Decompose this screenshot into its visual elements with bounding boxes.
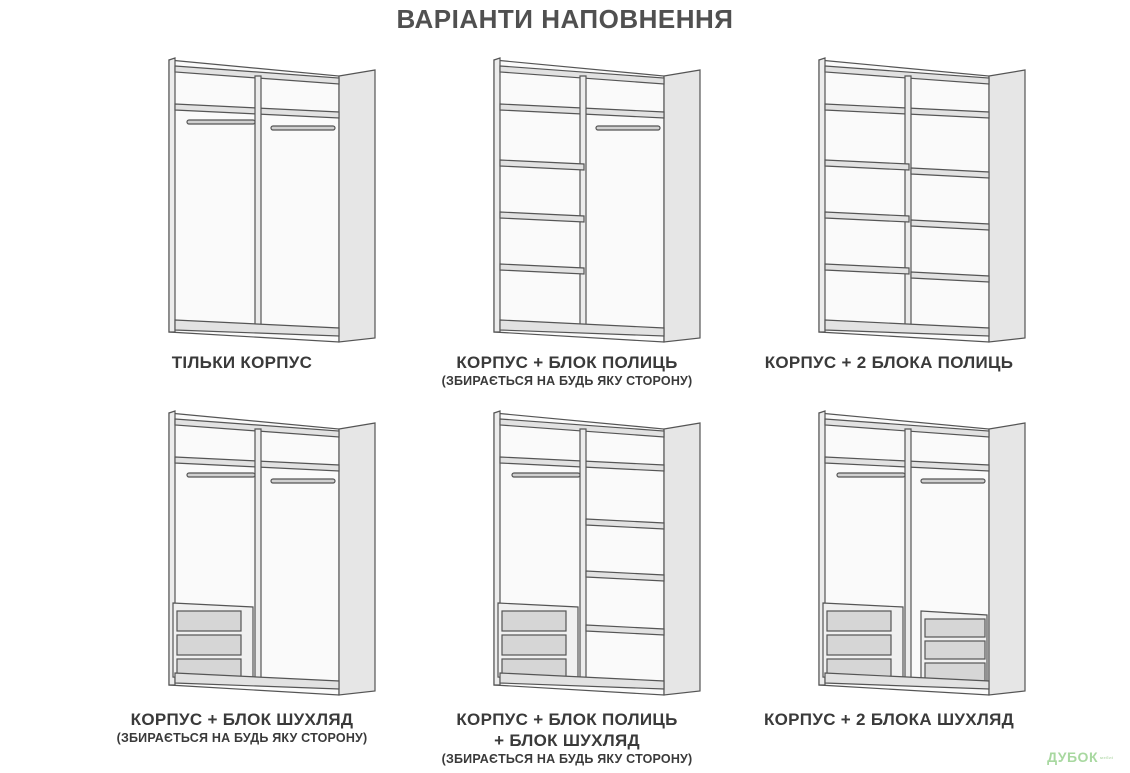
brand-logo-tagline: меблі <box>1100 755 1114 761</box>
option-name: КОРПУС + 2 БЛОКА ПОЛИЦЬ <box>764 353 1014 372</box>
wardrobe-illustration-shelf-block <box>420 52 750 347</box>
option-name-line1: КОРПУС + БЛОК ПОЛИЦЬ <box>456 710 678 729</box>
option-label-two-drawer-blocks: КОРПУС + 2 БЛОКА ШУХЛЯД <box>709 709 1069 730</box>
option-note: (ЗБИРАЄТЬСЯ НА БУДЬ ЯКУ СТОРОНУ) <box>441 752 693 766</box>
option-label-drawer-block: КОРПУС + БЛОК ШУХЛЯД (ЗБИРАЄТЬСЯ НА БУДЬ… <box>62 709 422 746</box>
option-note: (ЗБИРАЄТЬСЯ НА БУДЬ ЯКУ СТОРОНУ) <box>116 731 368 745</box>
option-label-shelf-and-drawer-blocks: КОРПУС + БЛОК ПОЛИЦЬ + БЛОК ШУХЛЯД (ЗБИР… <box>387 709 747 767</box>
wardrobe-illustration-drawer-block <box>95 405 425 700</box>
option-label-body-only: ТІЛЬКИ КОРПУС <box>62 352 422 373</box>
option-name: КОРПУС + 2 БЛОКА ШУХЛЯД <box>763 710 1015 729</box>
option-name: ТІЛЬКИ КОРПУС <box>171 353 313 372</box>
option-note: (ЗБИРАЄТЬСЯ НА БУДЬ ЯКУ СТОРОНУ) <box>441 374 693 388</box>
option-label-two-shelf-blocks: КОРПУС + 2 БЛОКА ПОЛИЦЬ <box>709 352 1069 373</box>
option-name: КОРПУС + БЛОК ПОЛИЦЬ <box>456 353 678 372</box>
page-title: ВАРІАНТИ НАПОВНЕННЯ <box>396 4 734 34</box>
wardrobe-illustration-shelf-and-drawer-blocks <box>420 405 750 700</box>
wardrobe-illustration-body-only <box>95 52 425 347</box>
wardrobe-illustration-two-shelf-blocks <box>745 52 1075 347</box>
wardrobe-illustration-two-drawer-blocks <box>745 405 1075 700</box>
option-name-line2: + БЛОК ШУХЛЯД <box>494 731 640 750</box>
brand-logo-text: ДУБОК <box>1047 749 1098 765</box>
option-label-shelf-block: КОРПУС + БЛОК ПОЛИЦЬ (ЗБИРАЄТЬСЯ НА БУДЬ… <box>387 352 747 389</box>
option-name: КОРПУС + БЛОК ШУХЛЯД <box>130 710 354 729</box>
